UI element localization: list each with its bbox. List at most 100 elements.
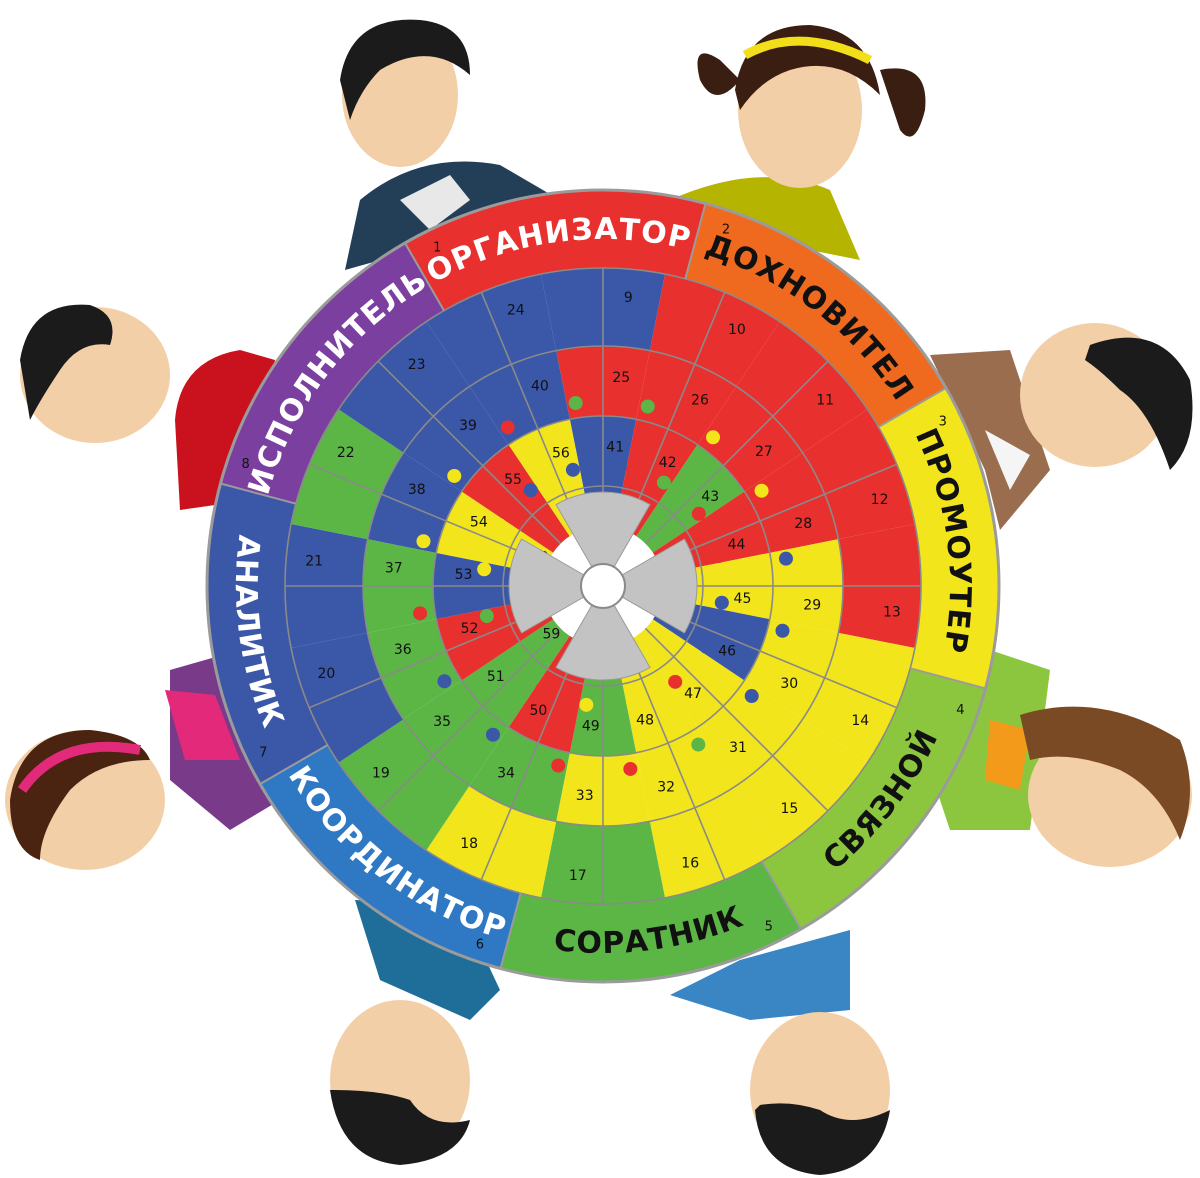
- roles-wheel: 9254110264211274312284457132945143046153…: [205, 188, 1001, 984]
- cell-number: 53: [455, 567, 473, 583]
- spoke-line: [308, 608, 548, 709]
- person-top-left: [340, 19, 560, 270]
- marker-dot: [691, 506, 706, 521]
- marker-dot: [691, 737, 706, 752]
- spoke-line: [625, 641, 726, 881]
- marker-dot: [754, 483, 769, 498]
- spoke-line: [625, 291, 726, 531]
- ring-line-1: [205, 188, 1001, 984]
- sector-4-band-1: [802, 409, 915, 540]
- marker-dot: [551, 758, 566, 773]
- person-right: [930, 323, 1193, 530]
- marker-dot: [447, 468, 462, 483]
- marker-dot: [623, 761, 638, 776]
- marker-dot: [612, 460, 627, 475]
- spoke-line: [480, 641, 581, 881]
- person-left-bottom: [5, 650, 280, 870]
- marker-dot: [535, 682, 550, 697]
- marker-dot: [744, 689, 759, 704]
- marker-dot: [500, 420, 515, 435]
- role-sector-6: [260, 745, 521, 969]
- cell-number: 35: [433, 714, 451, 730]
- spoke-line: [658, 463, 898, 564]
- spoke-line: [658, 608, 898, 709]
- cell-number: 34: [497, 765, 515, 781]
- cell-number: 38: [408, 482, 426, 498]
- marker-dot: [775, 623, 790, 638]
- marker-dot: [656, 475, 671, 490]
- center-hub: [508, 491, 698, 681]
- cell-number: 20: [318, 666, 336, 682]
- marker-dot: [485, 727, 500, 742]
- marker-dot: [477, 562, 492, 577]
- marker-dot: [479, 609, 494, 624]
- cell-number: 55: [504, 472, 522, 488]
- sector-6-band-1: [802, 632, 915, 763]
- cell-number: 41: [606, 440, 624, 456]
- marker-dot: [640, 399, 655, 414]
- cell-number: 30: [780, 676, 798, 692]
- hub-center: [580, 563, 626, 609]
- spoke-line: [377, 627, 562, 812]
- cell-number: 10: [728, 322, 746, 338]
- cell-number: 45: [734, 591, 752, 607]
- cell-number: 51: [487, 669, 505, 685]
- marker-dot: [714, 595, 729, 610]
- role-number-8: 8: [241, 457, 249, 472]
- cell-number: 24: [507, 302, 525, 318]
- cell-number: 47: [684, 686, 702, 702]
- cell-number: 39: [459, 418, 477, 434]
- sector-6-band-2: [744, 619, 839, 720]
- cell-number: 32: [657, 779, 675, 795]
- role-sector-8: [220, 243, 444, 504]
- role-divider: [404, 242, 445, 312]
- marker-dot: [565, 462, 580, 477]
- cell-number: 26: [691, 393, 709, 409]
- role-number-7: 7: [259, 746, 267, 761]
- role-number-1: 1: [433, 240, 441, 255]
- sector-12-band-2: [367, 619, 462, 720]
- cell-number: 44: [728, 537, 746, 553]
- cell-number: 33: [576, 788, 594, 804]
- marker-dot: [437, 674, 452, 689]
- cell-number: 15: [780, 801, 798, 817]
- cell-number: 56: [552, 445, 570, 461]
- marker-dot: [413, 606, 428, 621]
- marker-dot: [568, 396, 583, 411]
- sector-10-band-2: [469, 727, 570, 822]
- marker-dot: [712, 548, 727, 563]
- sector-12-band-1: [291, 632, 404, 763]
- spoke-line: [644, 360, 829, 545]
- cell-number: 48: [636, 713, 654, 729]
- cell-number: 19: [372, 765, 390, 781]
- marker-dot: [500, 651, 515, 666]
- marker-dot: [668, 674, 683, 689]
- person-right-bottom: [930, 650, 1192, 867]
- marker-dot: [778, 551, 793, 566]
- cell-number: 16: [681, 856, 699, 872]
- cell-number: 18: [460, 836, 478, 852]
- person-bottom-left: [330, 900, 500, 1165]
- cell-number: 28: [794, 516, 812, 532]
- cell-number: 59: [542, 626, 560, 642]
- cell-number: 31: [729, 740, 747, 756]
- cell-number: 9: [624, 290, 633, 306]
- spoke-line: [308, 463, 548, 564]
- marker-dot: [626, 695, 641, 710]
- sector-16-band-2: [469, 350, 570, 445]
- spoke-line: [644, 627, 829, 812]
- sector-14-band-1: [291, 409, 404, 540]
- role-divider: [220, 482, 297, 505]
- spoke-line: [480, 291, 581, 531]
- role-divider: [877, 387, 947, 428]
- sector-2-band-3: [622, 419, 698, 503]
- marker-dot: [416, 534, 431, 549]
- marker-dot: [523, 483, 538, 498]
- cell-number: 40: [531, 379, 549, 395]
- sector-2-band-2: [636, 350, 737, 445]
- marker-dots: [413, 396, 793, 776]
- cell-number: 37: [385, 561, 403, 577]
- cell-number: 25: [612, 370, 630, 386]
- sector-14-band-2: [367, 452, 462, 553]
- sector-8-band-3: [622, 669, 698, 753]
